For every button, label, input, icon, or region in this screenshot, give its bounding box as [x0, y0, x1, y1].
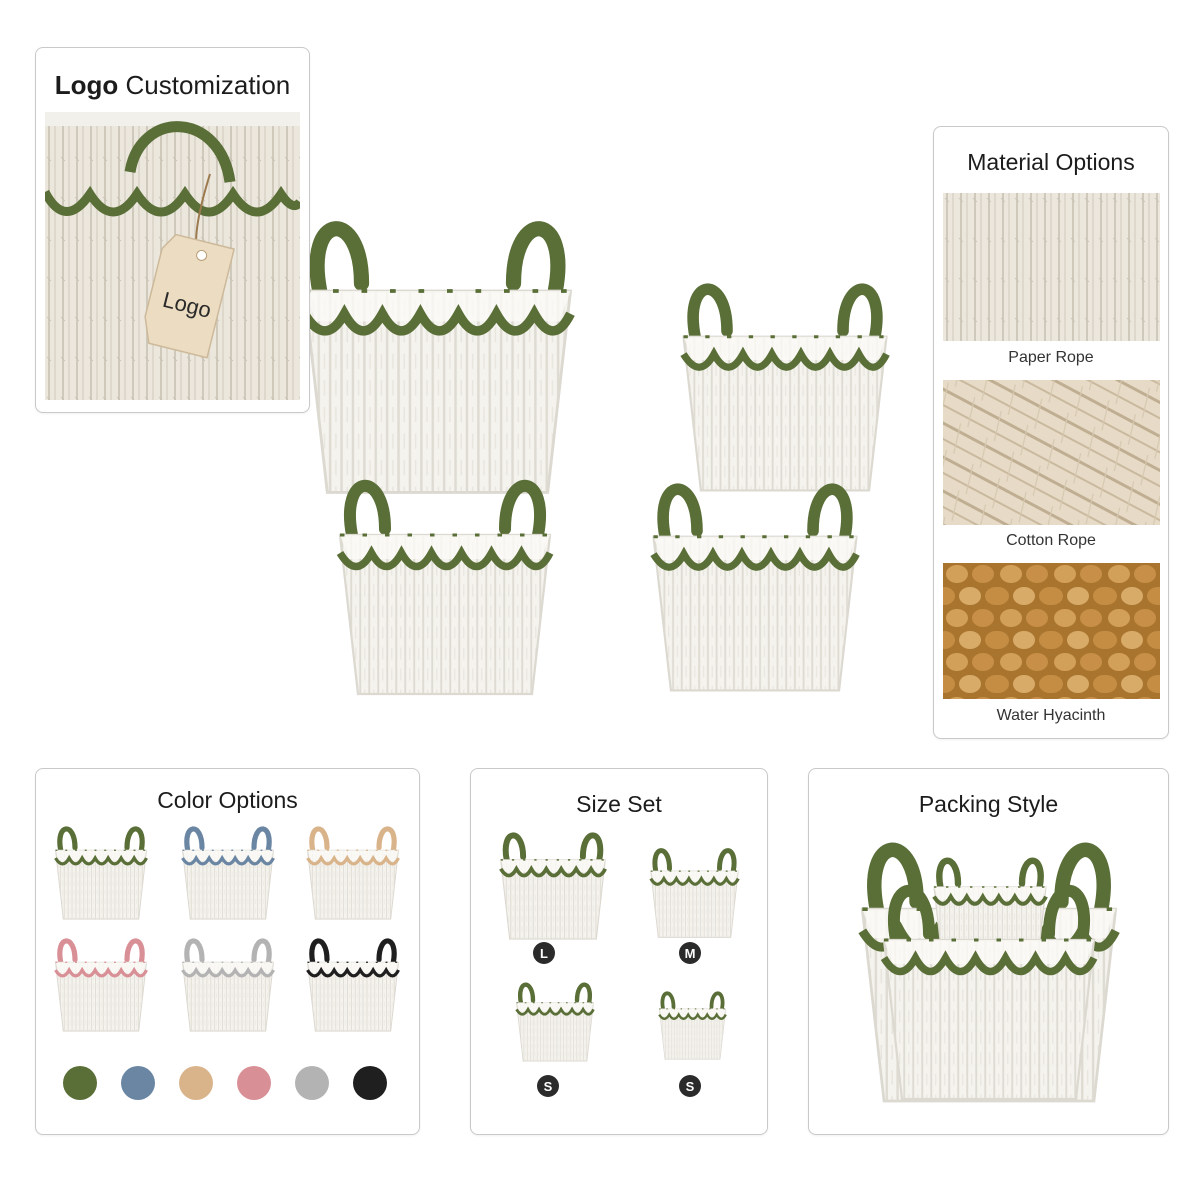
basket-color-green [36, 824, 166, 922]
basket-size-m [632, 845, 757, 941]
paper-rope-texture [943, 193, 1160, 341]
basket-color-blue [163, 824, 293, 922]
size-badge-m: M [679, 942, 701, 964]
basket-color-pink [36, 935, 166, 1035]
packing-panel-title: Packing Style [918, 791, 1059, 817]
size-badge-s-right: S [679, 1075, 701, 1097]
size-set-panel: Size Set [470, 768, 768, 1135]
color-swatch-pink[interactable] [237, 1066, 271, 1100]
color-swatch-green[interactable] [63, 1066, 97, 1100]
color-swatch-black[interactable] [353, 1066, 387, 1100]
water-hyacinth-texture [943, 563, 1160, 699]
color-panel-title: Color Options [157, 787, 298, 813]
cotton-rope-texture [943, 380, 1160, 525]
size-badge-s-left: S [537, 1075, 559, 1097]
size-badge-l: L [533, 942, 555, 964]
basket-small-right-main [610, 465, 900, 710]
color-swatch-blue[interactable] [121, 1066, 155, 1100]
material-label-paper-rope: Paper Rope [1008, 349, 1094, 366]
logo-panel-title: Logo Customization [36, 70, 309, 101]
basket-size-l [478, 830, 628, 942]
basket-size-s-left [500, 980, 610, 1064]
material-label-cotton-rope: Cotton Rope [1006, 532, 1096, 549]
basket-color-beige [288, 824, 418, 922]
size-panel-title: Size Set [576, 791, 662, 817]
logo-title-strong: Logo [54, 70, 119, 100]
basket-color-gray [163, 935, 293, 1035]
material-options-panel: Material Options Paper Rope Cotton Rope … [933, 126, 1169, 739]
basket-small-left-main [295, 465, 595, 710]
material-panel-title: Material Options [967, 149, 1135, 175]
logo-customization-panel: Logo Customization Logo [35, 47, 310, 413]
basket-size-s-right [645, 988, 740, 1063]
color-swatch-gray[interactable] [295, 1066, 329, 1100]
basket-color-black [288, 935, 418, 1035]
color-swatch-beige[interactable] [179, 1066, 213, 1100]
material-label-water-hyacinth: Water Hyacinth [996, 707, 1106, 724]
basket-nested-front [815, 880, 1163, 1105]
logo-title-rest: Customization [118, 70, 291, 100]
logo-tag-closeup-image: Logo [45, 112, 300, 400]
